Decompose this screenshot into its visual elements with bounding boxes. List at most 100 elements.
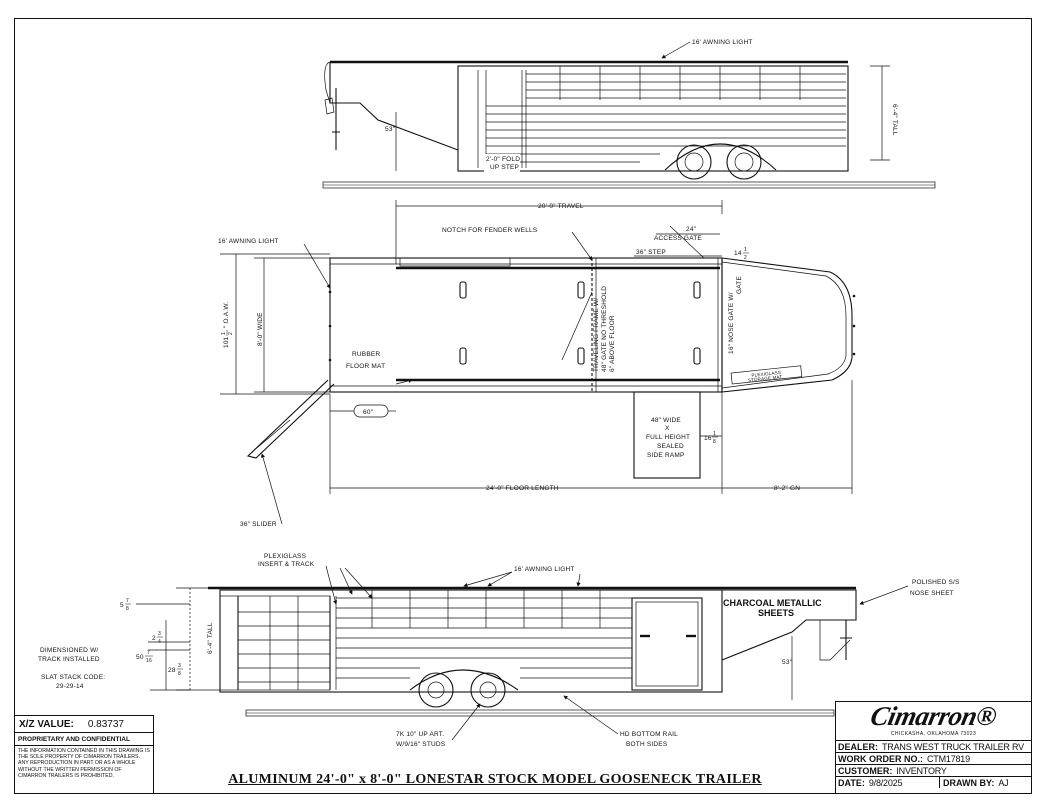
work-order-value: CTM17819: [927, 753, 970, 764]
step-dim: 14 1 2: [734, 247, 749, 261]
title-block: Cimarron® CHICKASHA, OKLAHOMA 73023 DEAL…: [835, 701, 1032, 794]
xz-value-panel: X/Z VALUE: 0.83737 PROPRIETARY AND CONFI…: [14, 715, 154, 794]
dim-c: 2 3 4: [152, 631, 163, 645]
nose-gate-note: 16" NOSE GATE W/ GATE: [728, 276, 743, 354]
svg-text:4: 4: [158, 639, 161, 645]
awning-light-top-label: 16' AWNING LIGHT: [692, 39, 753, 46]
logo-location: CHICKASHA, OKLAHOMA 73023: [890, 731, 977, 737]
svg-text:48" GATE NO THRESHOLD: 48" GATE NO THRESHOLD: [601, 286, 608, 372]
customer-label: CUSTOMER:: [838, 765, 893, 776]
svg-text:5: 5: [120, 602, 124, 609]
xz-row: X/Z VALUE: 0.83737: [15, 716, 153, 733]
slat-stack-label: SLAT STACK CODE:: [41, 674, 105, 681]
charcoal-label-1: CHARCOAL METALLIC: [723, 598, 822, 608]
wheel-side-2: [470, 672, 506, 708]
svg-text:8: 8: [126, 606, 129, 612]
step-label: 36" STEP: [636, 249, 666, 256]
tie-slot: [459, 281, 467, 299]
work-order-row: WORK ORDER NO.: CTM17819: [836, 753, 1031, 765]
tie-slot: [577, 281, 585, 299]
svg-text:GATE: GATE: [736, 276, 743, 294]
fold-step-label-1: 2'-0" FOLD: [486, 156, 520, 163]
dim-a: 5 7 8: [120, 598, 131, 612]
svg-text:14: 14: [734, 250, 742, 257]
dealer-row: DEALER: TRANS WEST TRUCK TRAILER RV: [836, 741, 1031, 753]
svg-text:8: 8: [178, 671, 181, 677]
wheel-top-2: [726, 144, 762, 180]
height-top-label: 6'-4" TALL: [891, 104, 898, 136]
ramp-label-5: SIDE RAMP: [647, 452, 685, 459]
wheel-top-1: [676, 144, 712, 180]
trailer-body-top: [457, 65, 849, 172]
dealer-label: DEALER:: [838, 741, 878, 752]
access-gate-width: 24": [686, 226, 697, 233]
svg-text:50: 50: [136, 654, 144, 661]
svg-text:16: 16: [146, 658, 152, 664]
slider-label: 36" SLIDER: [240, 521, 277, 528]
svg-text:7: 7: [126, 598, 129, 604]
svg-text:28: 28: [168, 667, 176, 674]
work-order-label: WORK ORDER NO.:: [838, 753, 923, 764]
svg-text:PLEXIGLASS: PLEXIGLASS: [751, 370, 781, 378]
svg-text:1: 1: [713, 431, 716, 437]
svg-text:2: 2: [152, 635, 156, 642]
svg-text:16" NOSE GATE W/: 16" NOSE GATE W/: [728, 292, 735, 354]
dimensioned-label-2: TRACK INSTALLED: [38, 656, 100, 663]
axle-label-1: 7K 10" UP ART.: [396, 731, 444, 738]
proprietary-title: PROPRIETARY AND CONFIDENTIAL: [15, 733, 153, 746]
floor-length-label: 24'-0" FLOOR LENGTH: [486, 485, 559, 492]
travel-label: 20'-0" TRAVEL: [538, 203, 584, 210]
bottom-rail-label-1: HD BOTTOM RAIL: [620, 731, 678, 738]
drawn-by-label: DRAWN BY:: [943, 777, 995, 788]
drawing-title: ALUMINUM 24'-0" x 8'-0" LONESTAR STOCK M…: [228, 772, 762, 787]
side-elevation-view: PLEXIGLASS INSERT & TRACK 16' AWNING LIG…: [38, 553, 960, 748]
svg-text:2: 2: [744, 255, 747, 261]
svg-text:1: 1: [744, 247, 747, 253]
date-label: DATE:: [838, 777, 865, 788]
svg-text:3: 3: [158, 631, 161, 637]
svg-text:TRAVELING FRAME W/: TRAVELING FRAME W/: [593, 298, 600, 372]
fold-step-label-2: UP STEP: [490, 164, 519, 171]
charcoal-label-2: SHEETS: [758, 608, 794, 618]
svg-text:8: 8: [713, 439, 716, 445]
customer-row: CUSTOMER: INVENTORY: [836, 765, 1031, 777]
svg-text:7: 7: [147, 650, 150, 656]
coupler-height-side: 53": [782, 659, 793, 666]
escape-door: [631, 597, 703, 691]
access-gate-label: ACCESS GATE: [654, 235, 702, 242]
wheel-side-1: [418, 672, 454, 708]
ramp-label-1: 48" WIDE: [651, 417, 681, 424]
svg-text:16: 16: [704, 435, 712, 442]
tie-slot: [459, 347, 467, 365]
slat-stack-code: 29-29-14: [56, 683, 84, 690]
svg-text:3: 3: [178, 663, 181, 669]
svg-text:1: 1: [221, 332, 227, 335]
bottom-rail-label-2: BOTH SIDES: [626, 741, 668, 748]
tie-slot: [693, 347, 701, 365]
ramp-label-2: X: [665, 425, 670, 432]
notch-label: NOTCH FOR FENDER WELLS: [442, 227, 538, 234]
awning-light-plan-label: 16' AWNING LIGHT: [218, 238, 279, 245]
logo-text: Cimarron®: [867, 701, 1000, 731]
gn-label: 8'-2" GN: [774, 485, 800, 492]
svg-text:STORAGE MAT: STORAGE MAT: [748, 374, 783, 383]
tie-slot: [693, 281, 701, 299]
traveling-frame-note: TRAVELING FRAME W/ 48" GATE NO THRESHOLD…: [593, 286, 616, 372]
svg-text:" O.A.W.: " O.A.W.: [223, 302, 230, 328]
date-value: 9/8/2025: [868, 777, 903, 788]
plexiglass-label-1: PLEXIGLASS: [264, 553, 307, 560]
polished-label-1: POLISHED S/S: [912, 579, 960, 586]
top-elevation-view: 53" 6'-4" TALL 16' AWNING LIGHT 2'-0" FO…: [322, 39, 936, 189]
svg-text:6" ABOVE FLOOR: 6" ABOVE FLOOR: [609, 315, 616, 372]
coupler-height-top: 53": [385, 126, 396, 133]
svg-text:101: 101: [223, 336, 230, 348]
height-side-label: 6'-4" TALL: [207, 622, 214, 654]
drawn-cell: DRAWN BY: AJ: [940, 777, 1009, 788]
plan-body: [329, 257, 723, 393]
axle-label-2: W/9/16" STUDS: [396, 741, 446, 748]
ramp-label-3: FULL HEIGHT: [646, 434, 690, 441]
dimensioned-label-1: DIMENSIONED W/: [40, 647, 98, 654]
polished-label-2: NOSE SHEET: [910, 590, 954, 597]
awning-light-side-label: 16' AWNING LIGHT: [514, 566, 575, 573]
